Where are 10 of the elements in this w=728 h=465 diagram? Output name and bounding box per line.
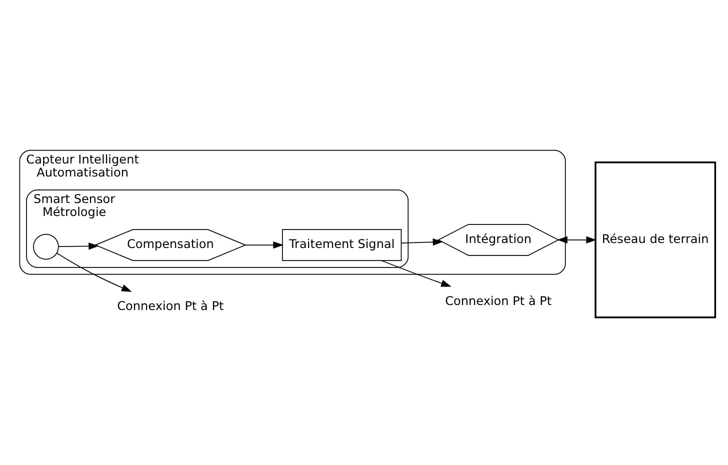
node-box: Traitement Signal — [282, 228, 402, 260]
node-circle — [33, 233, 59, 260]
arrow — [245, 240, 284, 248]
node-text: Connexion Pt à Pt — [117, 298, 224, 313]
node-text: Connexion Pt à Pt — [445, 294, 552, 308]
arrow — [557, 236, 597, 244]
node-box: Réseau de terrain — [594, 161, 716, 318]
arrow — [401, 238, 444, 246]
arrow — [58, 242, 99, 250]
arrow — [56, 252, 132, 292]
